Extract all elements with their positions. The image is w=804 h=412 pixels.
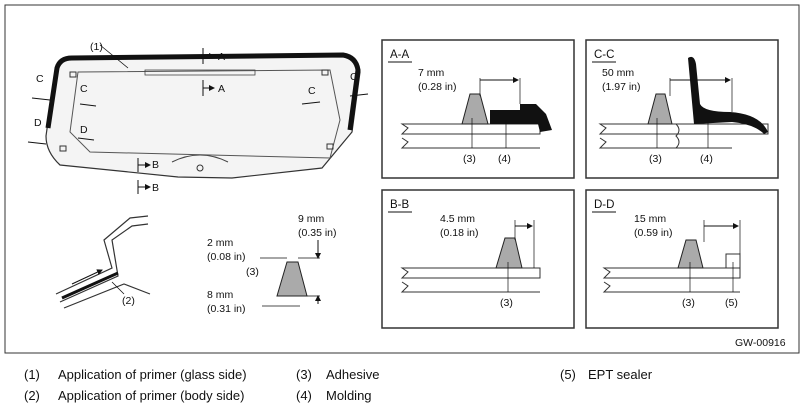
section-cc-adhesive (647, 93, 673, 125)
section-dd-label-3: (3) (682, 297, 695, 309)
section-dd-panel: D-D 15 mm (0.59 in) (3) (5) (585, 189, 779, 329)
section-dd-dim: 15 mm (634, 213, 666, 225)
section-marker-c-outer-left: C (36, 73, 44, 85)
section-cc-label-3: (3) (649, 153, 662, 165)
adhesive-dim-8mm: 8 mm (207, 289, 234, 301)
section-dd-label-5: (5) (725, 297, 738, 309)
section-marker-a-top: A (218, 51, 225, 63)
section-marker-b-bottom: B (152, 182, 159, 194)
section-bb-label-3: (3) (500, 297, 513, 309)
section-aa-molding (490, 104, 552, 132)
section-bb-adhesive (495, 237, 523, 269)
legend-text-2: Application of primer (body side) (58, 388, 245, 403)
primer-body-label: (2) (122, 295, 135, 307)
section-marker-c-inner-left: C (80, 83, 88, 95)
section-aa-label-4: (4) (498, 153, 511, 165)
callout-1: (1) (90, 41, 103, 53)
legend-num-2: (2) (24, 388, 40, 403)
section-marker-a-bottom: A (218, 83, 225, 95)
adhesive-dim-9mm: 9 mm (298, 213, 325, 225)
section-cc-dim: 50 mm (602, 67, 634, 79)
legend-num-4: (4) (296, 388, 312, 403)
legend-text-1: Application of primer (glass side) (58, 367, 247, 382)
section-bb-dim-in: (0.18 in) (440, 227, 479, 239)
section-aa-adhesive (461, 93, 489, 125)
section-bb-title: B-B (390, 199, 410, 211)
section-marker-d-inner: D (80, 124, 88, 136)
section-marker-b-top: B (152, 159, 159, 171)
legend-text-4: Molding (326, 388, 372, 403)
adhesive-label: (3) (246, 266, 259, 278)
legend-num-1: (1) (24, 367, 40, 382)
section-dd-title: D-D (594, 199, 614, 211)
legend-text-5: EPT sealer (588, 367, 653, 382)
section-bb-dim: 4.5 mm (440, 213, 475, 225)
section-cc-molding (688, 56, 768, 134)
adhesive-bead-profile: 9 mm (0.35 in) 2 mm (0.08 in) 8 mm (0.31… (207, 213, 337, 315)
rear-window-glass: (1) A A B B C C C C D D (27, 41, 369, 194)
adhesive-dim-8mm-in: (0.31 in) (207, 303, 246, 315)
section-marker-c-inner-right: C (308, 85, 316, 97)
adhesive-dim-2mm-in: (0.08 in) (207, 251, 246, 263)
adhesive-dim-2mm: 2 mm (207, 237, 234, 249)
section-dd-dim-in: (0.59 in) (634, 227, 673, 239)
section-aa-label-3: (3) (463, 153, 476, 165)
section-cc-title: C-C (594, 49, 614, 61)
section-dd-adhesive (677, 239, 704, 269)
figure-frame (4, 4, 800, 354)
legend-num-3: (3) (296, 367, 312, 382)
figure-id: GW-00916 (735, 337, 786, 349)
section-cc-panel: C-C 50 mm (1.97 in) (3) (4) (585, 39, 779, 179)
section-bb-panel: B-B 4.5 mm (0.18 in) (3) (381, 189, 575, 329)
section-aa-panel: A-A 7 mm (0.28 in) (3) (4) (381, 39, 575, 179)
section-aa-dim-in: (0.28 in) (418, 81, 457, 93)
section-aa-dim: 7 mm (418, 67, 445, 79)
legend-num-5: (5) (560, 367, 576, 382)
section-marker-c-outer-right: C (350, 71, 358, 83)
section-cc-dim-in: (1.97 in) (602, 81, 641, 93)
primer-application-detail: (2) (55, 215, 151, 309)
section-aa-title: A-A (390, 49, 410, 61)
adhesive-dim-9mm-in: (0.35 in) (298, 227, 337, 239)
section-marker-d-outer: D (34, 117, 42, 129)
legend-text-3: Adhesive (326, 367, 380, 382)
section-cc-label-4: (4) (700, 153, 713, 165)
